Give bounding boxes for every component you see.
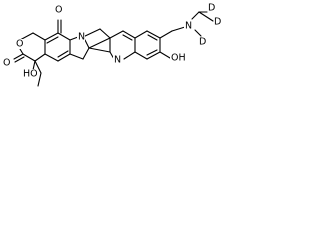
bond <box>22 53 36 62</box>
bond <box>122 30 136 39</box>
bond <box>88 47 111 53</box>
atom-labels: O O O HO N N OH N D D D <box>2 3 221 80</box>
lactone-carbonyl-oxygen-label: O <box>3 58 10 69</box>
bond <box>37 72 42 87</box>
bond <box>146 51 161 60</box>
bond <box>34 60 42 74</box>
bond <box>171 26 186 32</box>
bond <box>159 51 171 59</box>
bond <box>147 34 158 41</box>
tertiary-hydroxy-label: HO <box>23 69 38 80</box>
bond <box>146 30 161 39</box>
bond <box>82 47 90 60</box>
bond <box>32 32 46 41</box>
bond <box>109 30 124 39</box>
bond <box>44 32 59 41</box>
deuterium-upper-label: D <box>208 3 215 14</box>
bond <box>32 60 36 71</box>
bond <box>14 56 25 63</box>
ketone-oxygen-label: O <box>55 5 62 16</box>
phenol-hydroxy-label: OH <box>171 53 186 64</box>
bond <box>13 53 24 60</box>
bond <box>194 29 202 37</box>
bond <box>146 49 158 56</box>
bond <box>84 39 90 49</box>
bond <box>134 51 148 60</box>
bond <box>57 53 71 62</box>
bond <box>123 51 136 60</box>
pyrrole-nitrogen-label: N <box>78 32 85 43</box>
bond <box>159 30 173 39</box>
bond <box>69 53 84 60</box>
bond <box>88 37 111 49</box>
bond <box>34 53 46 62</box>
chemical-structure: O O O HO N N OH N D D D <box>2 3 221 87</box>
bond <box>122 34 133 41</box>
bond <box>198 11 214 22</box>
bond <box>82 28 101 38</box>
bond <box>57 32 71 41</box>
bond-lines <box>13 11 214 87</box>
ring-oxygen-label: O <box>16 39 23 50</box>
bond <box>134 30 148 39</box>
quinoline-nitrogen-label: N <box>114 55 121 66</box>
bond <box>57 50 69 58</box>
bond <box>99 28 111 39</box>
bond <box>46 36 59 44</box>
bond <box>19 48 24 55</box>
deuterium-on-nitrogen-label: D <box>199 37 206 48</box>
deuterium-right-label: D <box>214 17 221 28</box>
bond <box>69 36 79 41</box>
bond <box>19 32 34 41</box>
bond <box>191 11 200 20</box>
bond <box>44 53 59 62</box>
amine-nitrogen-label: N <box>185 21 192 32</box>
